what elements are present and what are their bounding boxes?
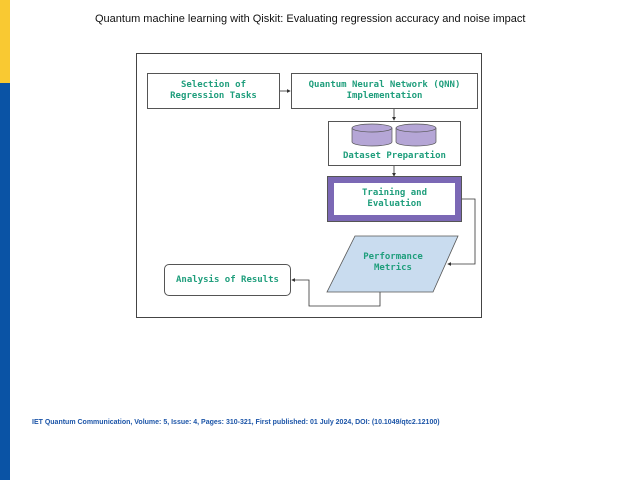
selection-of-regression-tasks-box: Selection of Regression Tasks [147, 73, 280, 109]
diagram-frame [136, 53, 482, 318]
arrow-training-to-metrics [447, 198, 476, 266]
slide-title: Quantum machine learning with Qiskit: Ev… [95, 13, 526, 25]
dataset-preparation-label: Dataset Preparation [343, 151, 446, 161]
analysis-of-results-box: Analysis of Results [164, 264, 291, 296]
accent-bar-yellow [0, 0, 10, 83]
citation-footer: IET Quantum Communication, Volume: 5, Is… [32, 419, 440, 426]
accent-bar-blue [0, 83, 10, 480]
qnn-implementation-box: Quantum Neural Network (QNN) Implementat… [291, 73, 478, 109]
metrics-parallelogram [326, 235, 459, 293]
training-and-evaluation-box: Training and Evaluation [327, 176, 462, 222]
dataset-preparation-box: Dataset Preparation [328, 121, 461, 166]
arrow-metrics-to-analysis [291, 278, 381, 307]
performance-metrics-label: Performance Metrics [363, 252, 423, 273]
